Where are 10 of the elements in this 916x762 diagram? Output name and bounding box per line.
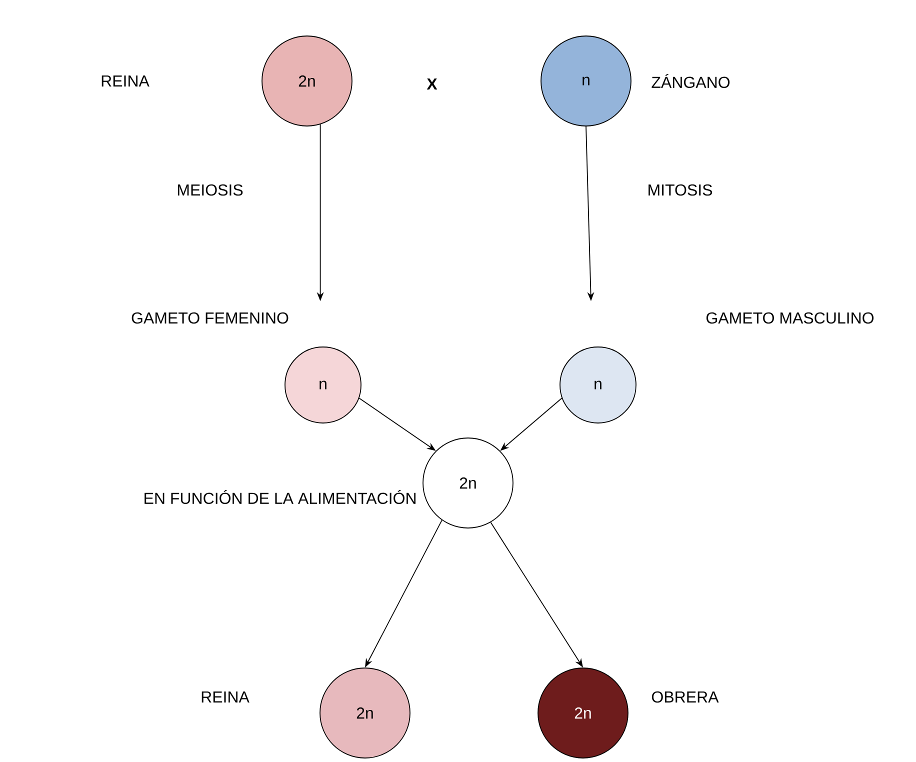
process-label: EN FUNCIÓN DE LA ALIMENTACIÓN <box>144 490 416 504</box>
node-heading: GAMETO FEMENINO <box>132 312 288 324</box>
cross-sign: X <box>426 78 438 90</box>
caste-label: REINA <box>202 692 250 702</box>
caste-label: REINA <box>102 76 150 86</box>
process-label: MEIOSIS <box>178 184 243 196</box>
caste-label: ZÁNGANO <box>652 74 730 88</box>
caste-label: OBRERA <box>652 691 719 703</box>
node-heading: GAMETO MASCULINO <box>706 312 874 324</box>
process-label: MITOSIS <box>648 184 712 196</box>
